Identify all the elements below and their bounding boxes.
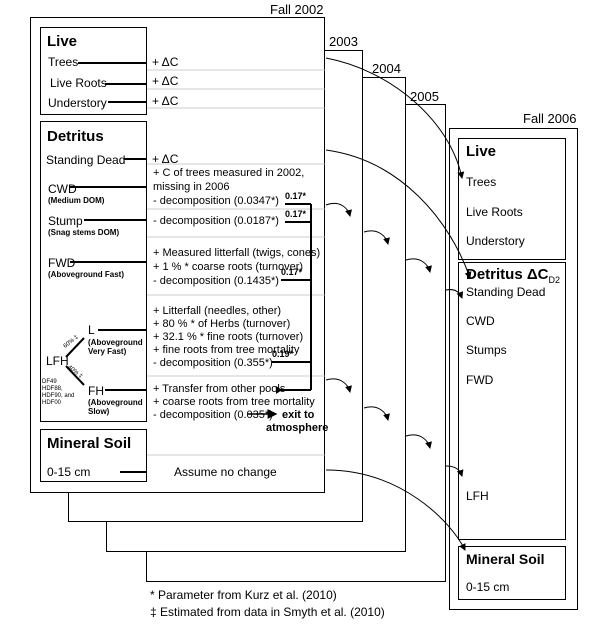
right-lfh: LFH [466, 489, 489, 503]
fh-label: FH [88, 384, 104, 398]
year-label-2005: 2005 [410, 89, 439, 104]
standing-dead-delta: + ΔC [152, 152, 179, 166]
cwd-sublabel: (Medium DOM) [48, 196, 105, 205]
detritus-title: Detritus [47, 128, 104, 145]
exit-label-1: exit to [282, 409, 315, 421]
stump-sublabel: (Snag stems DOM) [48, 228, 120, 237]
right-trees: Trees [466, 175, 497, 189]
mineral-title: Mineral Soil [47, 435, 132, 452]
right-mineral-depth: 0-15 cm [466, 580, 510, 594]
live-box [40, 27, 147, 115]
cwd-rate: 0.17* [285, 191, 307, 201]
right-live-roots: Live Roots [466, 205, 523, 219]
fwd-text-2: + 1 % * coarse roots (turnover) [153, 261, 304, 273]
right-cwd: CWD [466, 314, 495, 328]
exit-label-2: atmosphere [266, 422, 329, 434]
fwd-sublabel: (Aboveground Fast) [48, 270, 124, 279]
cwd-text-2: missing in 2006 [153, 181, 230, 193]
plots-1: DF49 [42, 379, 57, 385]
footnote-1: * Parameter from Kurz et al. (2010) [150, 588, 337, 602]
trees-delta: + ΔC [152, 55, 179, 69]
understory-delta: + ΔC [152, 94, 179, 108]
l-sublabel-2: Very Fast) [88, 347, 127, 356]
right-understory: Understory [466, 234, 525, 248]
mineral-note: Assume no change [174, 465, 277, 479]
roots-delta: + ΔC [152, 74, 179, 88]
stump-rate: 0.17* [285, 209, 307, 219]
fwd-text-3: - decomposition (0.1435*) [153, 275, 279, 287]
live-title: Live [47, 33, 78, 50]
live-trees-label: Trees [48, 55, 79, 69]
fwd-rate: 0.17* [281, 267, 303, 277]
right-live-box [458, 138, 566, 260]
right-detritus-title: Detritus ΔCD2 [466, 266, 560, 285]
mineral-depth: 0-15 cm [47, 465, 91, 479]
year-label-2006: Fall 2006 [523, 111, 577, 126]
right-standing-dead: Standing Dead [466, 285, 546, 299]
fh-sublabel-1: (Aboveground [88, 398, 143, 407]
l-text-1: + Litterfall (needles, other) [153, 305, 282, 317]
detritus-box [40, 121, 147, 422]
stump-text-1: - decomposition (0.0187*) [153, 215, 279, 227]
live-roots-label: Live Roots [50, 76, 107, 90]
cwd-text-1: + C of trees measured in 2002, [153, 167, 305, 179]
right-mineral-box [458, 546, 566, 600]
cwd-text-3: - decomposition (0.0347*) [153, 195, 279, 207]
lfh-label: LFH [46, 354, 69, 368]
fh-sublabel-2: Slow) [88, 407, 110, 416]
right-live-title: Live [466, 143, 497, 160]
l-sublabel-1: (Aboveground [88, 338, 143, 347]
plots-2: HDF88, [42, 386, 63, 392]
right-detritus-box [458, 262, 566, 540]
fwd-label: FWD [48, 256, 76, 270]
year-label-2002: Fall 2002 [270, 2, 324, 17]
stump-label: Stump [48, 214, 83, 228]
right-mineral-title: Mineral Soil [466, 551, 545, 567]
l-text-2: + 80 % * of Herbs (turnover) [153, 318, 291, 330]
cwd-label: CWD [48, 182, 77, 196]
mineral-box [40, 429, 147, 482]
l-text-3: + 32.1 % * fine roots (turnover) [153, 331, 304, 343]
year-label-2004: 2004 [372, 61, 401, 76]
l-text-4: + fine roots from tree mortality [153, 344, 300, 356]
l-label: L [88, 323, 95, 337]
fwd-text-1: + Measured litterfall (twigs, cones) [153, 247, 321, 259]
l-rate: 0.19* [272, 349, 294, 359]
fh-text-2: + coarse roots from tree mortality [153, 396, 315, 408]
plots-3: HDF90, and [42, 393, 75, 399]
understory-label: Understory [48, 96, 107, 110]
l-text-5: - decomposition (0.355*) [153, 357, 273, 369]
fh-text-3: - decomposition (0.035*) [153, 409, 273, 421]
standing-dead-label: Standing Dead [46, 153, 126, 167]
right-stumps: Stumps [466, 343, 507, 357]
footnote-2: ‡ Estimated from data in Smyth et al. (2… [150, 605, 385, 619]
year-label-2003: 2003 [329, 34, 358, 49]
fh-text-1: + Transfer from other pools [153, 383, 286, 395]
right-fwd: FWD [466, 373, 494, 387]
plots-4: HDF00 [42, 400, 62, 406]
